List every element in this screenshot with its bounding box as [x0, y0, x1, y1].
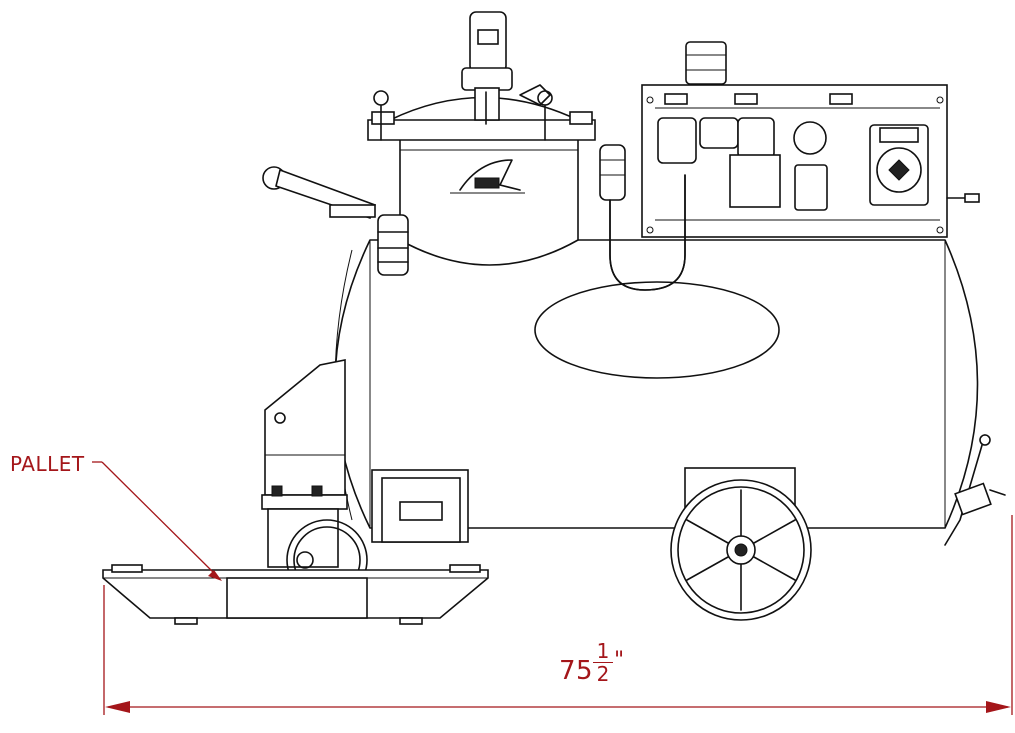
overall-length-dimension — [103, 515, 1013, 715]
pot-handle — [262, 166, 377, 220]
manufacturer-logo — [450, 159, 525, 194]
step-box — [371, 469, 469, 543]
moisture-separator — [599, 144, 626, 201]
pallet — [102, 564, 489, 625]
dimension-fraction: 1 2 — [593, 640, 613, 685]
top-valve-assembly — [461, 11, 551, 125]
dimension-whole-number: 75 — [559, 656, 594, 686]
control-panel — [641, 84, 980, 238]
drain-valve — [944, 434, 1006, 546]
dimension-unit: " — [614, 648, 625, 673]
dimension-fraction-numerator: 1 — [593, 640, 613, 663]
dimension-fraction-denominator: 2 — [596, 662, 610, 686]
blast-pot — [367, 90, 596, 266]
caster-bracket — [261, 359, 348, 510]
rear-wheel — [670, 467, 812, 621]
muffler — [685, 41, 727, 85]
pallet-label: PALLET — [10, 452, 85, 476]
tank-oval-plate — [534, 281, 780, 379]
pot-outlet-coupling — [377, 214, 409, 276]
pallet-leader-line — [92, 461, 222, 581]
